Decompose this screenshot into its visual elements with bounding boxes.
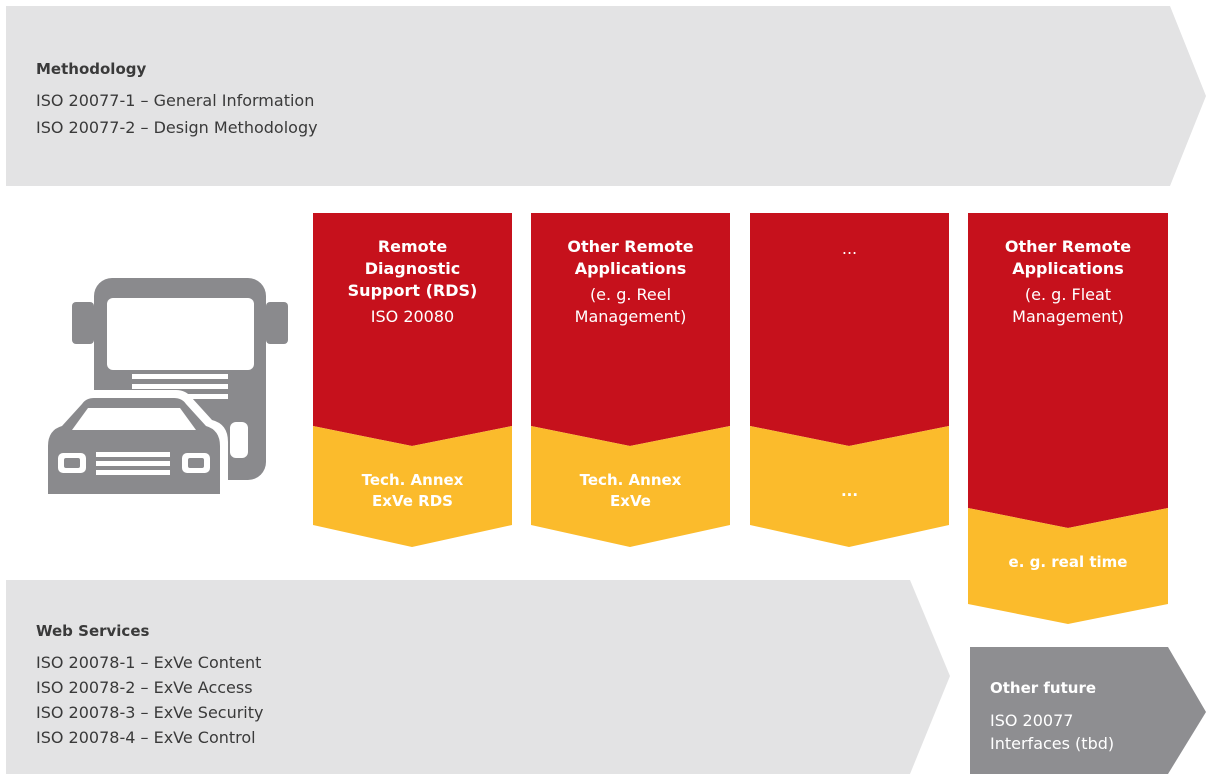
column-2-annex-line-1: Tech. Annex xyxy=(579,471,682,489)
future-line-1: ISO 20077 xyxy=(990,711,1074,730)
future-arrow xyxy=(970,647,1206,774)
web-services-line-1: ISO 20078-1 – ExVe Content xyxy=(36,653,262,672)
column-2-yellow xyxy=(531,426,730,547)
future-line-2: Interfaces (tbd) xyxy=(990,734,1115,753)
column-2-red xyxy=(531,213,730,446)
column-1-text: Remote Diagnostic Support (RDS) ISO 2008… xyxy=(313,236,512,328)
column-4-text: Other Remote Applications (e. g. Fleat M… xyxy=(968,236,1168,328)
column-3-annex-line-1: ... xyxy=(840,482,859,500)
column-2-text: Other Remote Applications (e. g. Reel Ma… xyxy=(531,236,730,328)
column-1-red xyxy=(313,213,512,446)
methodology-line-1: ISO 20077-1 – General Information xyxy=(36,91,315,110)
column-4-title-line-1: Other Remote xyxy=(1004,237,1132,256)
column-3-text: ... xyxy=(750,238,949,260)
web-services-line-2: ISO 20078-2 – ExVe Access xyxy=(36,678,253,697)
column-3-annex: ... xyxy=(750,481,949,502)
future-title: Other future xyxy=(990,679,1097,697)
column-4-sub-line-2: Management) xyxy=(1012,307,1124,326)
column-1-yellow xyxy=(313,426,512,547)
column-1-title-line-1: Remote xyxy=(377,237,448,256)
column-2-sub-line-2: Management) xyxy=(574,307,687,326)
column-2-title-line-2: Applications xyxy=(574,259,687,278)
methodology-title: Methodology xyxy=(36,60,147,78)
web-services-band xyxy=(6,580,950,774)
column-1-title-line-3: Support (RDS) xyxy=(347,281,478,300)
column-1-title-line-2: Diagnostic xyxy=(364,259,461,278)
column-4-annex-line-1: e. g. real time xyxy=(1008,553,1128,571)
column-3-yellow xyxy=(750,426,949,547)
column-4-yellow xyxy=(968,508,1168,624)
column-3-red xyxy=(750,213,949,446)
truck-and-car-icon xyxy=(40,278,288,494)
methodology-band xyxy=(6,6,1206,186)
column-1-annex-line-1: Tech. Annex xyxy=(361,471,464,489)
column-4-annex: e. g. real time xyxy=(968,552,1168,573)
column-4-sub-line-1: (e. g. Fleat xyxy=(1024,285,1112,304)
column-2-title-line-1: Other Remote xyxy=(567,237,694,256)
column-1-annex-line-2: ExVe RDS xyxy=(372,492,453,510)
column-2-annex-line-2: ExVe xyxy=(610,492,651,510)
column-1-annex: Tech. Annex ExVe RDS xyxy=(313,470,512,512)
web-services-line-4: ISO 20078-4 – ExVe Control xyxy=(36,728,256,747)
column-2-annex: Tech. Annex ExVe xyxy=(531,470,730,512)
web-services-line-3: ISO 20078-3 – ExVe Security xyxy=(36,703,264,722)
methodology-line-2: ISO 20077-2 – Design Methodology xyxy=(36,118,318,137)
column-4-title-line-2: Applications xyxy=(1012,259,1124,278)
column-3-sub-line-1: ... xyxy=(841,239,858,258)
column-4-red xyxy=(968,213,1168,528)
column-2-sub-line-1: (e. g. Reel xyxy=(589,285,672,304)
column-1-sub-line-1: ISO 20080 xyxy=(370,307,455,326)
web-services-title: Web Services xyxy=(36,622,150,640)
